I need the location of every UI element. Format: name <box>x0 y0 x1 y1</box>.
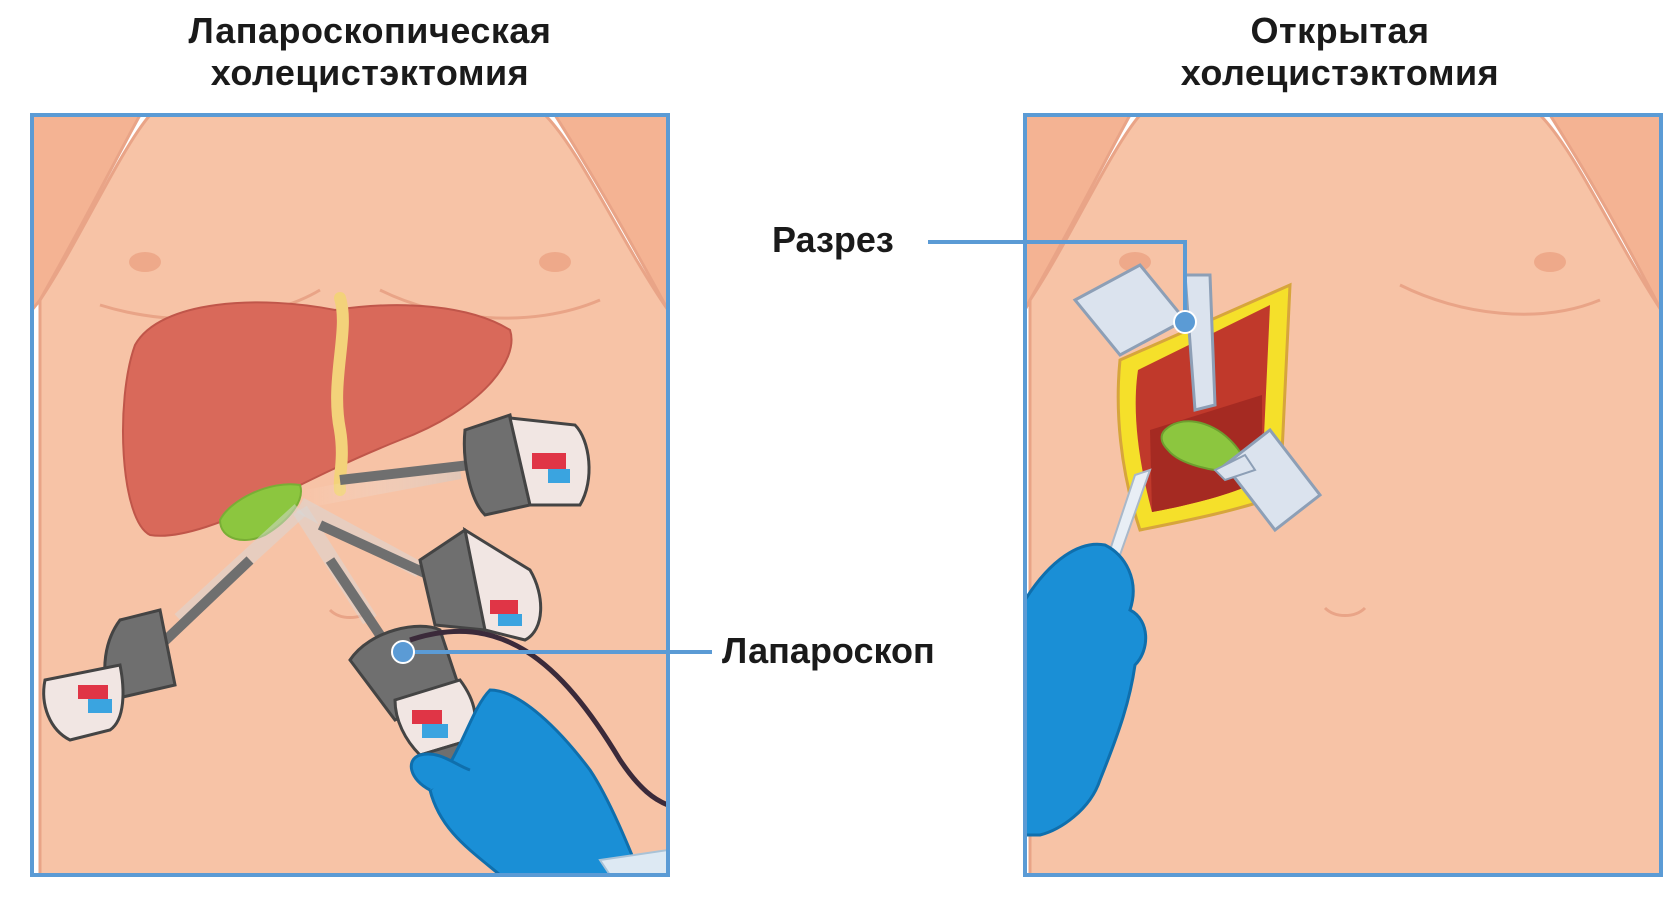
right-panel-frame <box>1023 113 1663 877</box>
left-title-line1: Лапароскопическая <box>188 10 552 51</box>
beam-1 <box>298 461 462 509</box>
right-nipple-r <box>1534 252 1566 272</box>
left-arm-l <box>32 115 142 313</box>
laparoscope-label: Лапароскоп <box>722 630 935 671</box>
retractor-bottom <box>1213 427 1323 533</box>
right-panel <box>1023 113 1663 877</box>
left-nipple-r <box>539 252 571 272</box>
liver <box>122 301 513 537</box>
left-nipple-l <box>129 252 161 272</box>
leader-laparoscope <box>391 640 712 664</box>
right-title-line1: Открытая <box>1250 10 1430 51</box>
right-title-line2: холецистэктомия <box>1180 52 1500 93</box>
port-3 <box>42 556 254 742</box>
falciform-ligament <box>331 292 349 496</box>
incision-label: Разрез <box>772 219 894 260</box>
leader-incision <box>928 240 1197 334</box>
right-panel-title: Открытая холецистэктомия <box>1030 10 1650 94</box>
port-1 <box>339 413 591 517</box>
glove-left-thumb <box>409 752 471 792</box>
left-panel <box>30 113 670 877</box>
left-arm-r <box>553 115 668 311</box>
sleeve-left <box>598 848 668 875</box>
left-panel-title: Лапароскопическая холецистэктомия <box>60 10 680 94</box>
right-torso <box>1028 115 1661 875</box>
left-panel-frame <box>30 113 670 877</box>
glove-right <box>1025 542 1148 837</box>
glove-left <box>428 688 642 875</box>
port-2 <box>317 520 543 642</box>
right-arm-l <box>1025 115 1132 311</box>
left-title-line2: холецистэктомия <box>210 52 530 93</box>
right-chest-line <box>1399 283 1601 316</box>
right-arm-r <box>1548 115 1661 311</box>
right-navel <box>1323 606 1367 617</box>
